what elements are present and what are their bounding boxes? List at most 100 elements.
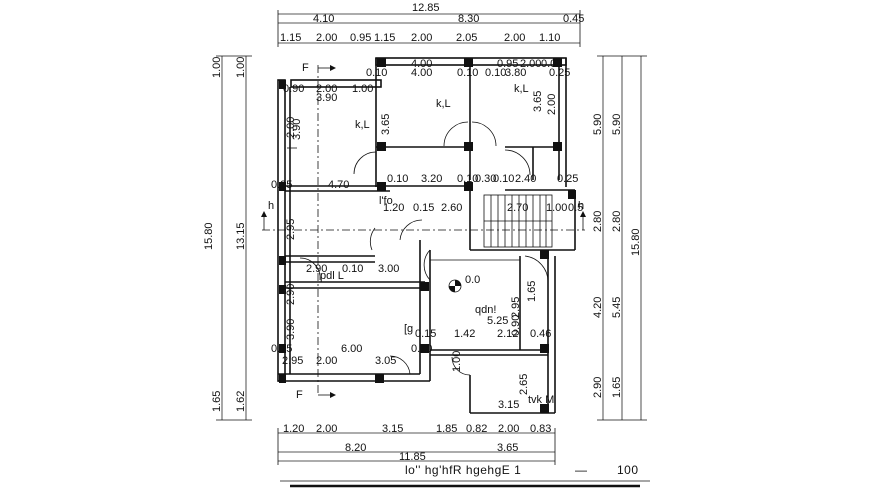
idim-0-95: 0.95 [497, 58, 518, 70]
section-mark-left: h [268, 200, 274, 212]
idim-0-10-mid-c: 0.10 [493, 173, 514, 185]
idim-0-10-a: 0.10 [366, 67, 387, 79]
bottom-dim-2-00b: 2.00 [498, 423, 519, 435]
section-mark-bottom: F [296, 389, 303, 401]
idim-2-90-left: 2.90 [285, 284, 297, 305]
right-middle-dim-2-80: 2.80 [611, 211, 623, 232]
idim-0-25-mid: 0.25 [271, 179, 292, 191]
idim-2-00-left: 2.00 [285, 117, 297, 138]
right-inner-dim-2-90: 2.90 [592, 377, 604, 398]
right-middle-dim-5-90: 5.90 [611, 114, 623, 135]
idim-2-95-left: 2.95 [285, 219, 297, 240]
idim-3-90-left: 3.90 [285, 319, 297, 340]
idim-0-10-c: 0.10 [485, 67, 506, 79]
section-mark-top: F [302, 62, 309, 74]
right-outer-dim-15-80: 15.80 [630, 228, 642, 256]
top-dim-1-10: 1.10 [539, 32, 560, 44]
idim-3-90-top: 3.90 [316, 92, 337, 104]
bottom-dim-0-83: 0.83 [530, 423, 551, 435]
idim-3-90-vert: 3.90 [291, 119, 303, 140]
idim-4-70: 4.70 [328, 179, 349, 191]
title-dash: — [575, 463, 588, 477]
door-swings [299, 121, 549, 376]
room-label-tvk: tvk M [528, 394, 554, 406]
idim-3-65-b: 3.65 [532, 91, 544, 112]
idim-1-00-top: 1.00 [352, 83, 373, 95]
idim-2-12: 2.12 [497, 328, 518, 340]
top-dim-1-15a: 1.15 [280, 32, 301, 44]
idim-2-95: 2.95 [282, 355, 303, 367]
idim-4-00-a: 4.00 [411, 67, 432, 79]
top-dim-0-45: 0.45 [563, 13, 584, 25]
bottom-dim-3-15: 3.15 [382, 423, 403, 435]
drawing-title-block: lo'' hg'hfR hgehgE 1 — 100 [280, 463, 650, 488]
room-label-kl-right: k,L [514, 83, 529, 95]
idim-0-90-vert: 0.90 [510, 315, 522, 336]
idim-0-25-bottom: 0.25 [271, 343, 292, 355]
idim-5-25: 5.25 [487, 315, 508, 327]
left-inner-dim-13-15: 13.15 [235, 222, 247, 250]
idim-0-05: 0.05 [541, 58, 562, 70]
interior-dimensions: 0.90 2.00 1.00 3.90 0.10 4.00 0.10 4.00 … [271, 58, 583, 411]
left-inner-dim-1-62: 1.62 [235, 391, 247, 412]
bottom-dim-1-20: 1.20 [283, 423, 304, 435]
right-inner-dim-4-20: 4.20 [592, 297, 604, 318]
idim-2-90: 2.90 [306, 263, 327, 275]
bottom-dim-3-65: 3.65 [497, 442, 518, 454]
level-marker [448, 279, 462, 293]
idim-0-10-living: 0.10 [342, 263, 363, 275]
idim-2-60: 2.60 [441, 202, 462, 214]
staircase [483, 194, 553, 248]
top-dim-2-00a: 2.00 [316, 32, 337, 44]
bottom-overall-dim: 11.85 [399, 451, 426, 463]
room-label-lfo: l'fo [379, 195, 393, 207]
right-middle-dim-1-65: 1.65 [611, 377, 623, 398]
room-label-kl-center: k,L [436, 98, 451, 110]
idim-3-00: 3.00 [378, 263, 399, 275]
bottom-dimension-chains: 1.20 2.00 3.15 1.85 0.82 2.00 0.83 8.20 … [277, 423, 556, 465]
idim-0-90: 0.90 [283, 83, 304, 95]
idim-0-10-b: 0.10 [457, 67, 478, 79]
idim-1-65-vert: 1.65 [526, 281, 538, 302]
room-label-gq: [g [404, 323, 413, 335]
top-dim-1-15b: 1.15 [374, 32, 395, 44]
room-labels: k,L k,L k,L l'fo pdl L qdn! tvk M [g 0.0 [320, 83, 554, 406]
section-mark-right: h [578, 200, 584, 212]
room-label-pdl: pdl L [320, 270, 344, 282]
idim-0-30: 0.30 [475, 173, 496, 185]
bottom-dim-8-20: 8.20 [345, 442, 366, 454]
idim-3-15: 3.15 [498, 399, 519, 411]
left-outer-dim-1-65: 1.65 [211, 391, 223, 412]
idim-0-15-bottom: 0.15 [415, 328, 436, 340]
idim-0-25-right: 0.25 [557, 173, 578, 185]
idim-3-80: 3.80 [505, 67, 526, 79]
idim-3-05: 3.05 [375, 355, 396, 367]
top-dim-4-10: 4.10 [313, 13, 334, 25]
idim-2-70: 2.70 [507, 202, 528, 214]
level-value: 0.0 [465, 274, 480, 286]
idim-0-5: 0.5 [568, 202, 583, 214]
idim-2-00-vert: 2.00 [546, 94, 558, 115]
idim-3-65-a: 3.65 [380, 114, 392, 135]
top-overall-dim: 12.85 [412, 2, 440, 14]
idim-3-20: 3.20 [421, 173, 442, 185]
idim-2-65: 2.65 [518, 374, 530, 395]
idim-6-00: 6.00 [341, 343, 362, 355]
right-inner-dim-2-80: 2.80 [592, 211, 604, 232]
drawing-scale: 100 [617, 463, 639, 477]
idim-0-10-bottom: 0.10 [411, 343, 432, 355]
section-lines [261, 65, 586, 398]
idim-2-00-top: 2.00 [316, 83, 337, 95]
right-middle-dim-5-45: 5.45 [611, 297, 623, 318]
idim-4-00-b: 4.00 [411, 58, 432, 70]
idim-0-25-top: 0.25 [549, 67, 570, 79]
room-label-qdni: qdn! [475, 304, 496, 316]
idim-1-00-vert: 1.00 [451, 351, 463, 372]
drawing-title: lo'' hg'hfR hgehgE 1 [405, 463, 521, 477]
bottom-dim-1-85: 1.85 [436, 423, 457, 435]
idim-0-15: 0.15 [413, 202, 434, 214]
top-dim-2-00c: 2.00 [504, 32, 525, 44]
top-dim-0-95: 0.95 [350, 32, 371, 44]
top-dimension-chains: 12.85 4.10 8.30 0.45 1.15 2.00 0.95 1.15… [277, 2, 584, 47]
left-inner-dim-1-00: 1.00 [235, 57, 247, 78]
